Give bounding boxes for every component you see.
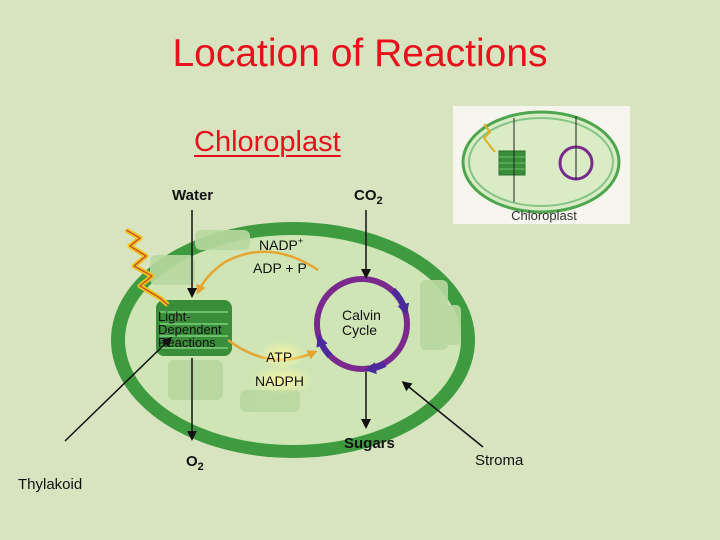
thylakoid-pointer: [64, 336, 173, 442]
chloroplast-body: [111, 222, 475, 458]
nadph-label: NADPH: [255, 373, 304, 389]
nadp-label: NADP+: [259, 236, 303, 253]
co2-label: CO2: [354, 187, 383, 207]
water-label: Water: [172, 187, 213, 204]
adp-label: ADP + P: [253, 260, 307, 276]
calvin-cycle-label: Calvin Cycle: [342, 307, 385, 338]
atp-label: ATP: [266, 349, 292, 365]
page-title: Location of Reactions: [172, 32, 548, 75]
sugars-label: Sugars: [344, 435, 395, 452]
stroma-label: Stroma: [475, 452, 524, 469]
light-dependent-label: Light- Dependent Reactions: [158, 309, 225, 350]
stroma-pointer: [401, 381, 484, 448]
o2-label: O2: [186, 453, 204, 473]
inset-label: Chloroplast: [511, 208, 577, 223]
thylakoid-label: Thylakoid: [18, 476, 82, 493]
inset-chloroplast-image: [453, 106, 630, 224]
diagram-subtitle: Chloroplast: [194, 126, 341, 158]
thylakoid-grana: [156, 300, 232, 356]
calvin-cycle-ring: [314, 276, 410, 375]
